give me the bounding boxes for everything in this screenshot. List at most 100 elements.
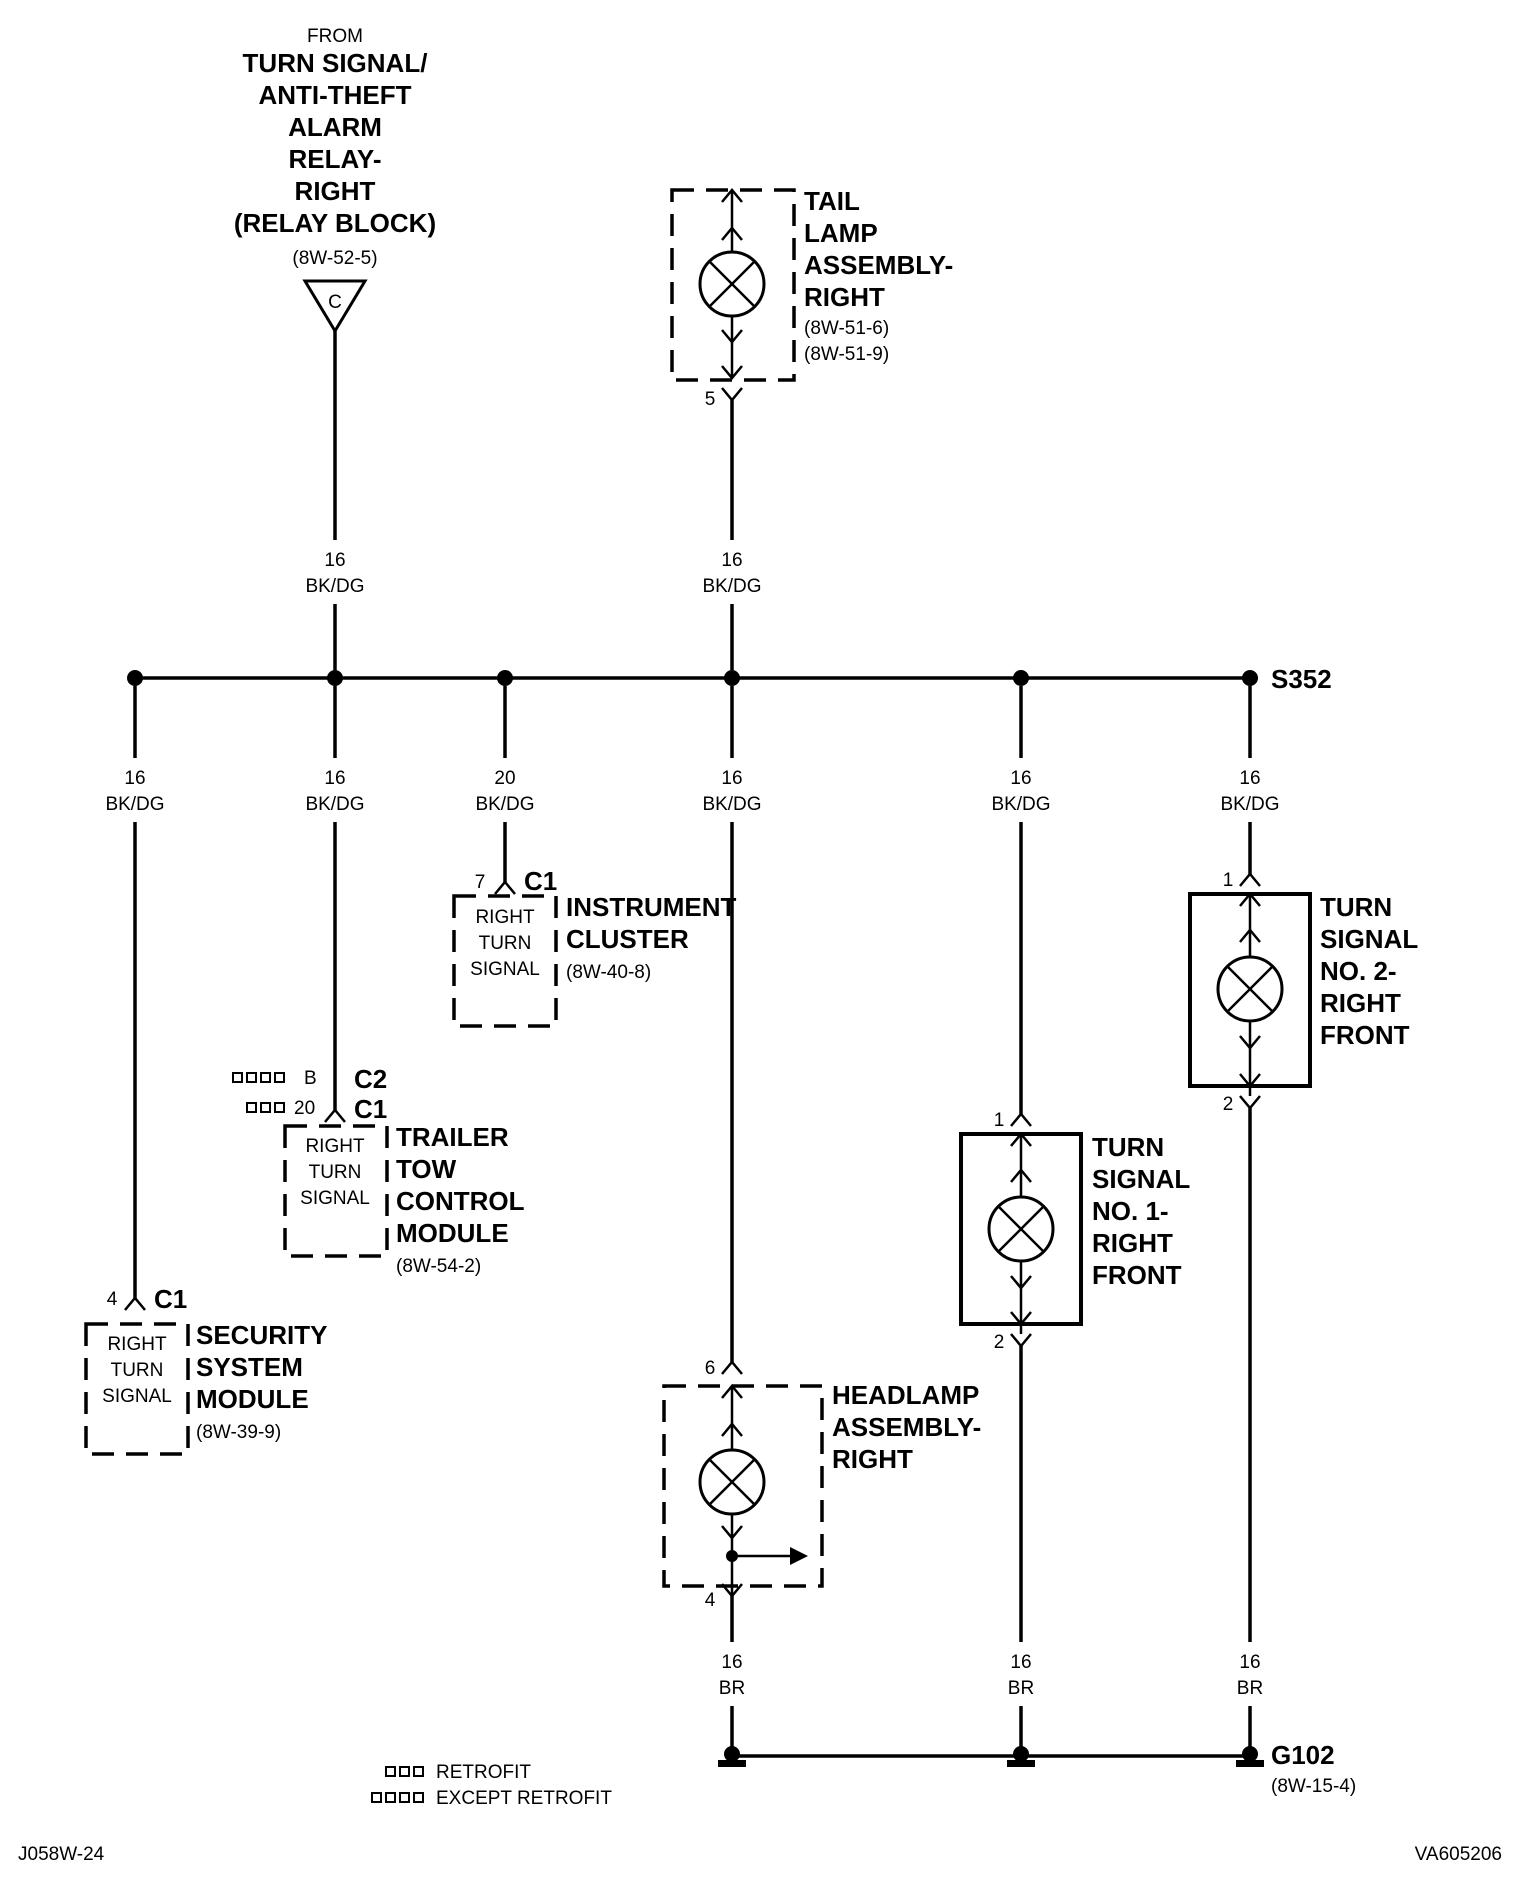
tail-lamp-pin: 5 — [705, 389, 716, 410]
headlamp-ground-gauge: 16 — [721, 1652, 742, 1673]
source-from-text: FROM — [307, 26, 363, 47]
splice-dot-ts1 — [1013, 670, 1029, 686]
security-label: SECURITY SYSTEM MODULE (8W-39-9) — [196, 1320, 327, 1443]
legend-retrofit-square-2 — [399, 1766, 410, 1777]
headlamp-label: HEADLAMP ASSEMBLY- RIGHT — [832, 1380, 981, 1474]
security-box — [84, 1322, 190, 1456]
tail-lamp-ref-2: (8W-51-9) — [804, 344, 889, 365]
ground-symbol-ts1-icon — [1007, 1760, 1035, 1767]
ts2-bulb-x2 — [1226, 965, 1274, 1013]
cluster-wire-color: BK/DG — [475, 794, 534, 815]
cluster-wire-gauge: 20 — [494, 768, 515, 789]
source-name-line-5: RIGHT — [295, 176, 376, 206]
ts1-name-line-4: RIGHT — [1092, 1228, 1173, 1258]
security-pin: 4 — [107, 1289, 118, 1310]
ts2-name-line-4: RIGHT — [1320, 988, 1401, 1018]
cluster-inner-line-2: TURN — [479, 933, 532, 954]
tail-lamp-name-line-1: TAIL — [804, 186, 860, 216]
ts2-pin-bottom-connector — [1239, 1095, 1261, 1110]
headlamp-wire-color: BK/DG — [702, 794, 761, 815]
trailer-name-line-2: TOW — [396, 1154, 457, 1184]
cluster-name-line-1: INSTRUMENT — [566, 892, 737, 922]
trailer-ref: (8W-54-2) — [396, 1256, 481, 1277]
tail-lamp-arrow-bottom — [721, 365, 743, 380]
splice-dot-trailer — [327, 670, 343, 686]
legend-retrofit-text: RETROFIT — [436, 1762, 531, 1783]
ground-dot-headlamp — [724, 1746, 740, 1762]
splice-dot-cluster — [497, 670, 513, 686]
ts1-wire-color: BK/DG — [991, 794, 1050, 815]
splice-label: S352 — [1271, 664, 1332, 694]
trailer-box — [283, 1124, 389, 1258]
ts1-name-line-2: SIGNAL — [1092, 1164, 1190, 1194]
ts1-arrow-bottom — [1010, 1311, 1032, 1326]
headlamp-box — [662, 1384, 824, 1588]
tail-wire-color: BK/DG — [702, 576, 761, 597]
ground-label: G102 — [1271, 1740, 1335, 1770]
tail-lamp-bulb-x2 — [708, 260, 756, 308]
tail-lamp-arrow-top — [721, 188, 743, 203]
cluster-inner-line-1: RIGHT — [475, 907, 535, 928]
tail-lamp-name-line-4: RIGHT — [804, 282, 885, 312]
security-name-line-1: SECURITY — [196, 1320, 327, 1350]
ts2-pin-top: 1 — [1223, 870, 1234, 891]
tail-lamp-box — [670, 188, 796, 382]
ts2-arrow-bottom — [1239, 1073, 1261, 1088]
source-name-line-3: ALARM — [288, 112, 382, 142]
ts2-ground-gauge: 16 — [1239, 1652, 1260, 1673]
trailer-wire-gauge: 16 — [324, 768, 345, 789]
ts2-name-line-5: FRONT — [1320, 1020, 1410, 1050]
headlamp-wire-gauge: 16 — [721, 768, 742, 789]
source-connector-letter: C — [328, 292, 342, 313]
source-wire-gauge: 16 — [324, 550, 345, 571]
tail-lamp-label: TAIL LAMP ASSEMBLY- RIGHT (8W-51-6) (8W-… — [804, 186, 953, 365]
ts1-pin-top-connector — [1010, 1112, 1032, 1127]
headlamp-pin-bottom: 4 — [705, 1590, 716, 1611]
trailer-inner-line-2: TURN — [309, 1162, 362, 1183]
headlamp-bulb-x2 — [708, 1458, 756, 1506]
source-wire-color: BK/DG — [305, 576, 364, 597]
trailer-c2-square-1 — [232, 1072, 243, 1083]
ts2-arrow-lower — [1239, 1035, 1261, 1050]
ts2-arrow-upper — [1239, 928, 1261, 943]
headlamp-arrow-top — [721, 1384, 743, 1399]
ts1-arrow-upper — [1010, 1168, 1032, 1183]
ts1-arrow-top — [1010, 1132, 1032, 1147]
source-name-line-2: ANTI-THEFT — [258, 80, 411, 110]
cluster-name-line-2: CLUSTER — [566, 924, 689, 954]
ground-dot-ts1 — [1013, 1746, 1029, 1762]
security-wire-gauge: 16 — [124, 768, 145, 789]
tail-lamp-name-line-2: LAMP — [804, 218, 878, 248]
ts2-name-line-1: TURN — [1320, 892, 1392, 922]
headlamp-name-line-2: ASSEMBLY- — [832, 1412, 981, 1442]
cluster-label: INSTRUMENT CLUSTER (8W-40-8) — [566, 892, 737, 983]
tail-lamp-pin-connector — [721, 387, 743, 402]
trailer-c2-marker: B — [232, 1068, 317, 1089]
footer-left-code: J058W-24 — [18, 1844, 105, 1865]
footer-right-code: VA605206 — [1415, 1844, 1502, 1865]
cluster-pin: 7 — [475, 872, 486, 893]
security-pin-connector — [124, 1296, 146, 1311]
security-name-line-2: SYSTEM — [196, 1352, 303, 1382]
trailer-c1-marker: 20 — [246, 1098, 315, 1119]
source-ref: (8W-52-5) — [292, 248, 377, 269]
trailer-c2-square-3 — [260, 1072, 271, 1083]
trailer-inner-line-1: RIGHT — [305, 1136, 365, 1157]
source-name-line-6: (RELAY BLOCK) — [234, 208, 436, 238]
trailer-c1-square-3 — [274, 1102, 285, 1113]
source-name-line-1: TURN SIGNAL/ — [243, 48, 428, 78]
security-inner-line-1: RIGHT — [107, 1334, 167, 1355]
headlamp-name-line-3: RIGHT — [832, 1444, 913, 1474]
trailer-name-line-1: TRAILER — [396, 1122, 509, 1152]
cluster-box — [452, 894, 558, 1028]
ts1-ground-color: BR — [1008, 1678, 1034, 1699]
tail-lamp-ref-1: (8W-51-6) — [804, 318, 889, 339]
security-wire-color: BK/DG — [105, 794, 164, 815]
headlamp-pin-top: 6 — [705, 1358, 716, 1379]
cluster-pin-connector — [494, 880, 516, 895]
ts1-pin-top: 1 — [994, 1110, 1005, 1131]
ts1-bulb-x2 — [997, 1205, 1045, 1253]
trailer-c2-connector: C2 — [354, 1064, 387, 1094]
legend-except-square-4 — [413, 1792, 424, 1803]
